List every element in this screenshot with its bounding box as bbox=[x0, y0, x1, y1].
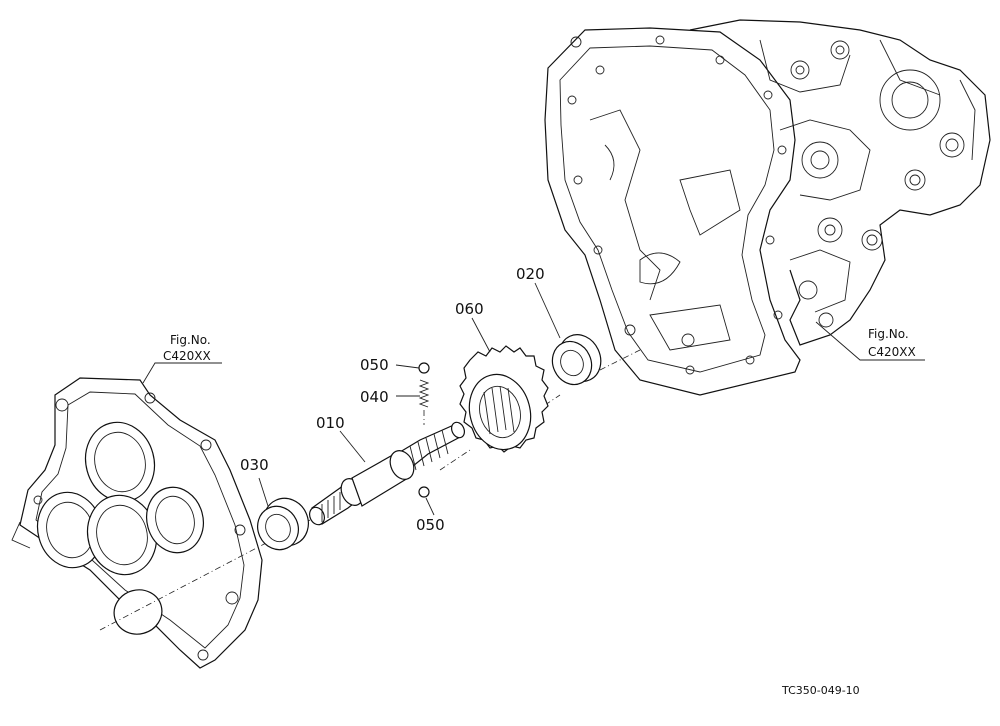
figure-ref-right[interactable]: Fig.No. C420XX bbox=[868, 327, 916, 359]
label-050-top[interactable]: 050 bbox=[360, 356, 389, 374]
figure-ref-left-line2: C420XX bbox=[163, 349, 211, 363]
label-030[interactable]: 030 bbox=[240, 456, 269, 474]
drawing-code: TC350-049-10 bbox=[781, 684, 860, 697]
bearing-020 bbox=[551, 334, 602, 386]
bearing-cover-housing bbox=[11, 377, 263, 669]
transmission-housing bbox=[544, 19, 991, 396]
label-040[interactable]: 040 bbox=[360, 388, 389, 406]
ball-050-top bbox=[418, 362, 430, 374]
label-060[interactable]: 060 bbox=[455, 300, 484, 318]
figure-ref-left-line1: Fig.No. bbox=[170, 333, 211, 347]
label-050-bottom[interactable]: 050 bbox=[416, 516, 445, 534]
ball-050-bottom bbox=[418, 486, 430, 498]
shaft-010 bbox=[309, 421, 466, 526]
label-010[interactable]: 010 bbox=[316, 414, 345, 432]
label-020[interactable]: 020 bbox=[516, 265, 545, 283]
gear-060 bbox=[459, 345, 549, 453]
figure-ref-right-line1: Fig.No. bbox=[868, 327, 909, 341]
figure-ref-right-line2: C420XX bbox=[868, 345, 916, 359]
spring-040 bbox=[418, 379, 430, 408]
figure-ref-left[interactable]: Fig.No. C420XX bbox=[163, 333, 211, 363]
bearing-030 bbox=[257, 497, 309, 551]
assembly-axis bbox=[99, 349, 641, 631]
